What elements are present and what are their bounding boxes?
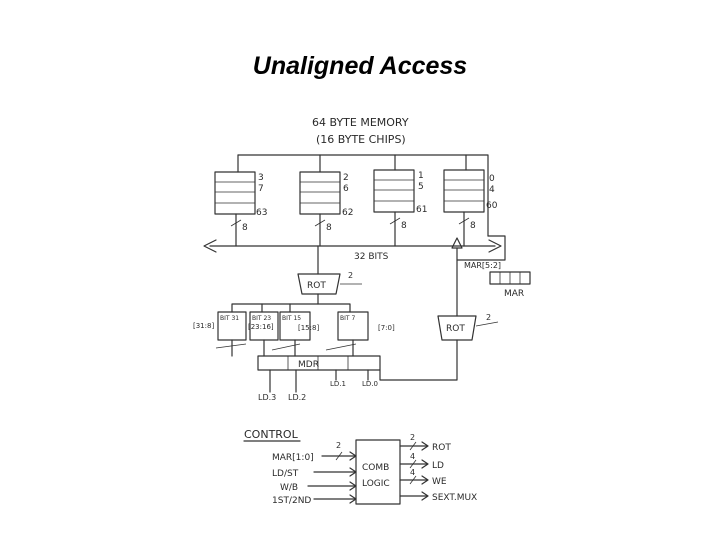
control-out-rot: ROT bbox=[432, 443, 451, 453]
chip-3-byte-last: 63 bbox=[256, 208, 267, 218]
control-out-we: WE bbox=[432, 477, 447, 487]
chip-2-byte-a: 2 bbox=[343, 173, 349, 183]
mdr-label: MDR bbox=[298, 360, 319, 370]
chip-0-width: 8 bbox=[470, 221, 476, 231]
memory-chip-2: 2 6 62 bbox=[299, 171, 353, 218]
mux-3-sel: [31:8] bbox=[193, 322, 214, 330]
control-section: CONTROL COMB LOGIC MAR[1:0] LD/ST W/B 1S… bbox=[243, 428, 477, 506]
chip-1-byte-b: 5 bbox=[418, 182, 424, 192]
mar-label: MAR bbox=[504, 289, 524, 299]
chip-1-byte-a: 1 bbox=[418, 171, 424, 181]
mux-2-bit: BIT 23 bbox=[252, 315, 271, 322]
mdr-register: MDR LD.3 LD.2 LD.1 LD.0 bbox=[257, 355, 381, 402]
mar-range-label: MAR[5:2] bbox=[464, 261, 501, 270]
chip-3-byte-a: 3 bbox=[258, 173, 264, 183]
control-out-ld: LD bbox=[432, 461, 444, 471]
byte-muxes: BIT 31 [31:8] BIT 23 [23:16] BIT 15 [15:… bbox=[193, 311, 395, 357]
chip-1-width: 8 bbox=[401, 221, 407, 231]
ld-0-label: LD.0 bbox=[362, 380, 378, 388]
mux-0-sel: [7:0] bbox=[378, 324, 395, 332]
slide-title: Unaligned Access bbox=[252, 52, 468, 80]
control-input-ldst: LD/ST bbox=[272, 469, 299, 479]
bus-width-label: 32 BITS bbox=[354, 252, 389, 262]
address-line-top bbox=[237, 154, 489, 237]
chip-2-width: 8 bbox=[326, 223, 332, 233]
memory-chip-3: 3 7 63 bbox=[214, 171, 267, 218]
memory-title-line1: 64 BYTE MEMORY bbox=[312, 116, 409, 129]
mar-register: MAR[5:2] MAR bbox=[451, 235, 531, 299]
mux-3-bit: BIT 31 bbox=[220, 315, 239, 322]
comb-logic-line2: LOGIC bbox=[362, 479, 390, 489]
chip-0-byte-a: 0 bbox=[489, 174, 495, 184]
control-out-sext: SEXT.MUX bbox=[432, 493, 477, 503]
control-input-order: 1ST/2ND bbox=[272, 496, 311, 506]
control-out-ld-width: 4 bbox=[410, 452, 415, 461]
control-input-width: 2 bbox=[336, 441, 341, 450]
control-heading: CONTROL bbox=[244, 428, 299, 441]
memory-chip-0: 0 4 60 bbox=[443, 169, 498, 213]
chip-1-byte-last: 61 bbox=[416, 205, 427, 215]
chip-3-byte-b: 7 bbox=[258, 184, 264, 194]
rotator-top: ROT 2 bbox=[231, 245, 362, 313]
memory-chip-1: 1 5 61 bbox=[373, 169, 427, 215]
chip-0-byte-b: 4 bbox=[489, 185, 495, 195]
rotator-side: ROT 2 bbox=[379, 259, 499, 381]
chip-2-byte-b: 6 bbox=[343, 184, 349, 194]
rotator-top-ctrl: 2 bbox=[348, 271, 353, 280]
chip-3-width: 8 bbox=[242, 223, 248, 233]
rotator-side-label: ROT bbox=[446, 324, 465, 334]
control-input-mar: MAR[1:0] bbox=[272, 453, 314, 463]
ld-2-label: LD.2 bbox=[288, 393, 306, 402]
chip-0-byte-last: 60 bbox=[486, 201, 498, 211]
comb-logic-line1: COMB bbox=[362, 463, 389, 473]
ld-3-label: LD.3 bbox=[258, 393, 276, 402]
mux-0-bit: BIT 7 bbox=[340, 315, 355, 322]
control-out-rot-width: 2 bbox=[410, 433, 415, 442]
memory-title-line2: (16 BYTE CHIPS) bbox=[316, 133, 406, 146]
mux-1-sel: [15:8] bbox=[298, 324, 319, 332]
rotator-top-label: ROT bbox=[307, 281, 326, 291]
data-bus: 32 BITS bbox=[203, 239, 502, 262]
rotator-side-ctrl: 2 bbox=[486, 313, 491, 322]
ld-1-label: LD.1 bbox=[330, 380, 346, 388]
mux-2-sel: [23:16] bbox=[248, 323, 274, 331]
chip-2-byte-last: 62 bbox=[342, 208, 353, 218]
control-input-wb: W/B bbox=[280, 483, 298, 493]
mux-1-bit: BIT 15 bbox=[282, 315, 301, 322]
chip-bus-links: 8 8 8 8 bbox=[230, 211, 476, 247]
control-out-we-width: 4 bbox=[410, 468, 415, 477]
